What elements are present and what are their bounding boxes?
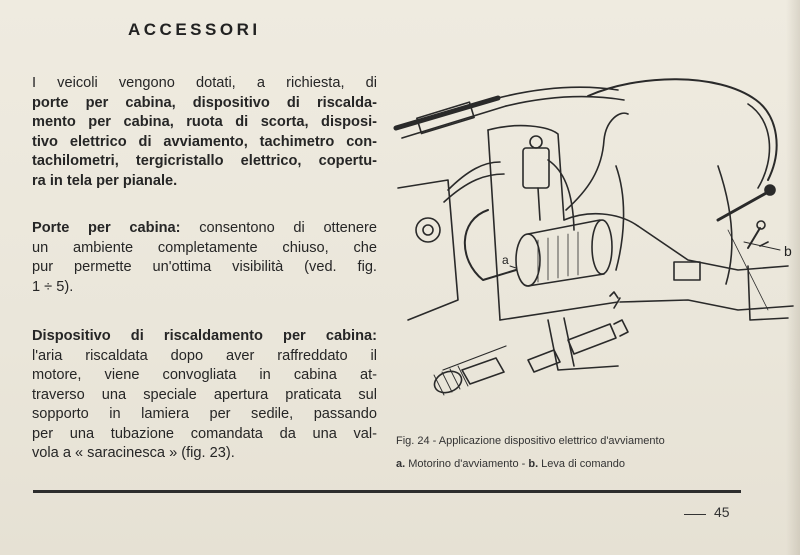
intro-text-segment: mento per cabina, ruota di scorta, dispo… xyxy=(32,114,377,130)
caption-key-b: b. xyxy=(528,458,539,470)
porte-line: pur permette un'ottima visibilità (ved. … xyxy=(32,258,377,278)
caption-text-a: Motorino d'avviamento - xyxy=(405,458,529,470)
intro-line: I veicoli vengono dotati, a richiesta, d… xyxy=(32,74,377,94)
porte-text-segment: un ambiente completamente chiuso, che xyxy=(32,239,377,256)
intro-text-segment: porte per cabina, dispositivo di riscald… xyxy=(32,94,377,111)
riscaldamento-line: motore, viene convogliata in cabina at- xyxy=(32,366,377,386)
caption-key-a: a. xyxy=(396,458,406,470)
intro-line: tachilometri, tergicristallo elettrico, … xyxy=(32,152,377,172)
intro-text-segment: tivo elettrico di avviamento, tachimetro… xyxy=(32,133,377,150)
porte-line: un ambiente completamente chiuso, che xyxy=(32,239,377,259)
page-edge-shadow xyxy=(786,0,800,555)
engine-starter-illustration: a b xyxy=(393,78,794,396)
page-number: 45 xyxy=(714,504,730,520)
riscaldamento-text-segment: vola a « saracinesca » (fig. 23). xyxy=(32,445,235,461)
porte-paragraph: Porte per cabina: consentono di ottenere… xyxy=(32,219,377,297)
riscaldamento-line: per una tubazione comandata da una val- xyxy=(32,425,377,445)
riscaldamento-line: Dispositivo di riscaldamento per cabina: xyxy=(32,327,377,347)
riscaldamento-line: sopporto in lamiera per sedile, passando xyxy=(32,405,377,425)
figure-label-b: b xyxy=(784,243,792,259)
porte-text-segment: Porte per cabina: xyxy=(32,220,181,236)
intro-line: mento per cabina, ruota di scorta, dispo… xyxy=(32,113,377,133)
riscaldamento-text-segment: Dispositivo di riscaldamento per cabina: xyxy=(32,328,377,344)
porte-text-segment: 1 ÷ 5). xyxy=(32,278,74,295)
caption-text-b: Leva di comando xyxy=(538,458,625,470)
section-heading: ACCESSORI xyxy=(128,20,261,39)
intro-line: tivo elettrico di avviamento, tachimetro… xyxy=(32,133,377,153)
intro-paragraph: I veicoli vengono dotati, a richiesta, d… xyxy=(32,74,377,191)
figure-caption-legend: a. Motorino d'avviamento - b. Leva di co… xyxy=(396,458,625,470)
intro-text-segment: ra in tela per pianale. xyxy=(32,172,178,189)
figure-label-a: a xyxy=(502,253,509,267)
intro-text-segment: tachilometri, tergicristallo elettrico, … xyxy=(32,153,377,169)
riscaldamento-line: vola a « saracinesca » (fig. 23). xyxy=(32,444,377,464)
riscaldamento-paragraph: Dispositivo di riscaldamento per cabina:… xyxy=(32,327,377,464)
riscaldamento-line: l'aria riscaldata dopo aver raffreddato … xyxy=(32,347,377,367)
porte-text-segment: pur permette un'ottima visibilità (ved. … xyxy=(32,259,377,275)
riscaldamento-text-segment: sopporto in lamiera per sedile, passando xyxy=(32,406,377,422)
porte-text-segment: consentono di ottenere xyxy=(180,220,377,236)
riscaldamento-text-segment: motore, viene convogliata in cabina at- xyxy=(32,367,377,383)
porte-line: 1 ÷ 5). xyxy=(32,278,377,298)
riscaldamento-text-segment: traverso una speciale apertura praticata… xyxy=(32,386,377,403)
page-number-dash xyxy=(684,514,706,515)
intro-line: porte per cabina, dispositivo di riscald… xyxy=(32,94,377,114)
riscaldamento-text-segment: l'aria riscaldata dopo aver raffreddato … xyxy=(32,347,377,364)
footer-rule xyxy=(33,490,741,493)
riscaldamento-text-segment: per una tubazione comandata da una val- xyxy=(32,425,377,442)
figure-caption-title: Fig. 24 - Applicazione dispositivo elett… xyxy=(396,435,665,447)
riscaldamento-line: traverso una speciale apertura praticata… xyxy=(32,386,377,406)
porte-line: Porte per cabina: consentono di ottenere xyxy=(32,219,377,239)
intro-text-segment: I veicoli vengono dotati, a richiesta, d… xyxy=(32,75,377,91)
intro-line: ra in tela per pianale. xyxy=(32,172,377,192)
